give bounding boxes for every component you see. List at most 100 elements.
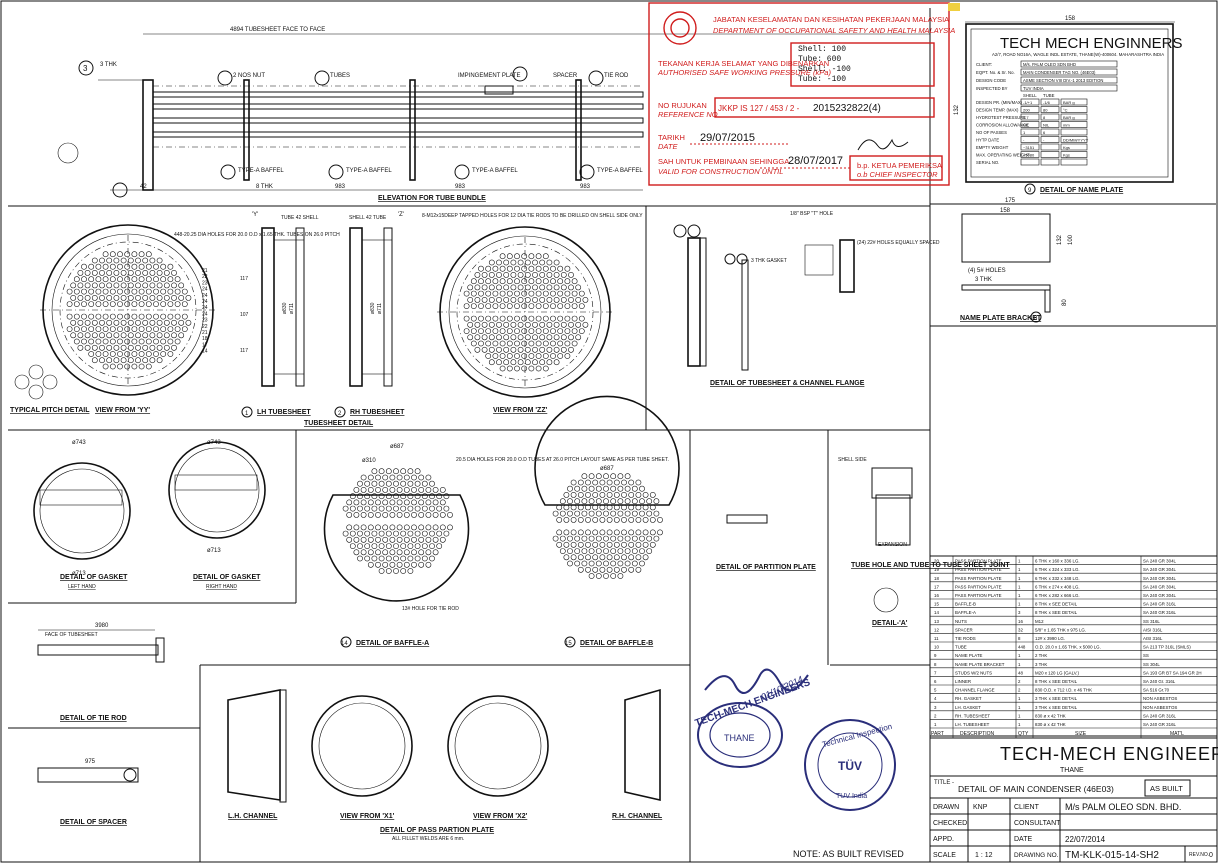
bom-cell: 1 <box>1018 576 1021 581</box>
bom-cell: 11 <box>934 636 939 641</box>
svg-text:DETAIL-'A': DETAIL-'A' <box>872 620 908 627</box>
bom-cell: 14 <box>934 610 939 615</box>
svg-text:DRAWN: DRAWN <box>933 804 959 811</box>
svg-text:DATE: DATE <box>1014 836 1032 843</box>
as-built-note: NOTE: AS BUILT REVISED <box>793 849 904 859</box>
svg-text:TUV India: TUV India <box>836 793 867 800</box>
balloon-3 <box>78 60 94 76</box>
bom-cell: 8 <box>934 662 937 667</box>
svg-text:SHELL SIDE: SHELL SIDE <box>838 457 867 463</box>
svg-text:ø830: ø830 <box>370 302 376 314</box>
stamp-valid-until: 28/07/2017 <box>788 155 843 167</box>
tube-row-count: 14 <box>202 349 208 355</box>
svg-text:A2/7, ROAD NO16A, WAGLE INDL E: A2/7, ROAD NO16A, WAGLE INDL ESTATE, THA… <box>992 52 1164 57</box>
svg-text:TÜV: TÜV <box>838 758 862 773</box>
svg-text:ø687: ø687 <box>390 444 404 450</box>
elevation-overall-dim: 4894 TUBESHEET FACE TO FACE <box>230 27 325 33</box>
nameplate-param-value: -1/6 <box>1043 100 1051 105</box>
svg-text:ø743: ø743 <box>72 440 86 446</box>
balloon-10 <box>314 70 330 86</box>
tube-row-count: 24 <box>202 299 208 305</box>
tube-group-count: 117 <box>240 276 248 282</box>
svg-text:SPACER: SPACER <box>553 73 578 79</box>
tube-row-count: 22 <box>202 274 208 280</box>
tube-row-count: 24 <box>202 287 208 293</box>
svg-text:TYPICAL PITCH DETAIL: TYPICAL PITCH DETAIL <box>10 407 90 414</box>
bom-cell: 6 THK x 282 x 666 LG. <box>1035 593 1080 598</box>
bom-cell: SA 240 GR 304L <box>1143 559 1177 564</box>
bom-cell: 830 O.D. x 712 I.D. x 46 THK <box>1035 688 1092 693</box>
svg-text:ALL FILLET WELDS ARE 6 mm.: ALL FILLET WELDS ARE 6 mm. <box>392 836 464 842</box>
svg-text:THANE: THANE <box>724 733 755 743</box>
nameplate-param-value: 8 <box>1043 115 1046 120</box>
nameplate-param-label: DESIGN TEMP. (MAX) <box>976 108 1019 113</box>
dosh-crest-icon <box>663 11 697 45</box>
bom-cell: 16 <box>1018 619 1023 624</box>
bom-cell: BAFFLE-A <box>955 610 976 615</box>
nameplate-row-value: MAIN CONDENSER TAG NO. (46E03) <box>1023 70 1096 75</box>
bom-cell: 1 <box>1018 593 1021 598</box>
lh-rh-tubesheet-sections: TUBE 42 SHELL SHELL 42 TUBE 'Y' 'Z' ø830… <box>241 212 643 427</box>
bom-cell: NAME PLATE BRACKET <box>955 662 1005 667</box>
svg-text:TARIKH: TARIKH <box>658 133 685 142</box>
partition-plate-detail: DETAIL OF PARTITION PLATE <box>716 514 816 571</box>
bom-cell: SPACER <box>955 627 973 632</box>
approver-signature <box>704 668 809 694</box>
stamp-shell-pressure: Shell: 100 <box>798 45 846 54</box>
svg-text:3 THK: 3 THK <box>975 277 992 283</box>
nameplate-param-label: HYTP DATE <box>976 138 999 143</box>
svg-text:VIEW FROM 'X2': VIEW FROM 'X2' <box>473 813 528 820</box>
tuv-inspection-stamp: Technical Inspection TUV India TÜV <box>804 719 896 811</box>
tube-row-count: 21 <box>202 268 208 274</box>
nameplate-param-value: 6 <box>1043 130 1046 135</box>
bom-cell: SA 213 TP 316L (SMLS) <box>1143 645 1191 650</box>
stamp-pressure-ms: TEKANAN KERJA SELAMAT YANG DIBENARKAN <box>658 59 829 68</box>
bom-cell: 3 THK x SEE DETAIL <box>1035 705 1078 710</box>
svg-text:CLIENT: CLIENT <box>1014 804 1040 811</box>
svg-text:TUBESHEET DETAIL: TUBESHEET DETAIL <box>304 420 374 427</box>
bom-cell: 3 THK x SEE DETAIL <box>1035 696 1078 701</box>
svg-text:DETAIL OF SPACER: DETAIL OF SPACER <box>60 819 127 826</box>
svg-text:RIGHT HAND: RIGHT HAND <box>206 584 237 590</box>
svg-text:VALID FOR CONSTRUCTION UNTIL: VALID FOR CONSTRUCTION UNTIL <box>658 167 783 176</box>
title-company: TECH-MECH ENGINEERS <box>1000 744 1218 764</box>
bom-cell: NON ASBESTOS <box>1143 705 1177 710</box>
svg-text:TUBE HOLE AND TUBE TO TUBE SHE: TUBE HOLE AND TUBE TO TUBE SHEET JOINT <box>851 562 1010 569</box>
bom-cell: NUTS <box>955 619 967 624</box>
nameplate-param-label: NO OF PASSES <box>976 130 1007 135</box>
bom-cell: NAME PLATE <box>955 653 983 658</box>
dosh-approval-stamp: JABATAN KESELAMATAN DAN KESIHATAN PEKERJ… <box>648 2 960 186</box>
bom-cell: 1 <box>1018 567 1021 572</box>
svg-text:983: 983 <box>455 184 466 190</box>
bom-cell: 1 <box>1018 559 1021 564</box>
svg-text:ø711: ø711 <box>377 303 383 314</box>
bom-cell: PASS PARTION PLATE <box>955 567 1002 572</box>
bom-cell: 8 <box>1018 636 1021 641</box>
svg-text:o.b CHIEF INSPECTOR: o.b CHIEF INSPECTOR <box>857 170 938 179</box>
nameplate-bracket: 175 158 132 100 (4) 5# HOLES 3 THK 80 NA… <box>958 198 1074 323</box>
bom-cell: 5/8" x 1.65 THK x 975 LG. <box>1035 627 1086 632</box>
bom-cell: 8 THK x SEE DETAIL <box>1035 610 1078 615</box>
nameplate-param-value: - <box>1023 138 1025 143</box>
bom-cell: 1 <box>1018 662 1021 667</box>
bom-header: QTY <box>1018 731 1029 737</box>
tie-rod-detail: 3980 FACE OF TUBESHEET DETAIL OF TIE ROD <box>37 623 165 722</box>
nameplate-param-value: ~3151 <box>1023 145 1035 150</box>
tag-marker <box>948 3 960 11</box>
svg-text:'Y': 'Y' <box>252 212 258 218</box>
bom-cell: SS 304L <box>1143 662 1160 667</box>
bom-cell: SA 240 GR 304L <box>1143 567 1177 572</box>
nameplate-row-label: INSPECTED BY <box>976 86 1008 91</box>
baffle-details: ø687 ø310 20.5 DIA HOLES FOR 20.0 O.D TU… <box>323 395 680 648</box>
inspector-signature <box>857 138 909 151</box>
bom-cell: 5 <box>934 688 937 693</box>
svg-text:3980: 3980 <box>95 623 109 629</box>
bom-cell: 830 ø x 42 THK <box>1035 713 1066 718</box>
bom-cell: 1 <box>1018 696 1021 701</box>
nameplate-param-label: DESIGN PR. (MIN/MAX) <box>976 100 1023 105</box>
svg-text:SHELL 42 TUBE: SHELL 42 TUBE <box>349 215 387 221</box>
bom-cell: 10 <box>934 645 939 650</box>
bom-cell: SA 240 GR 304L <box>1143 584 1177 589</box>
bom-cell: 2 <box>1018 679 1021 684</box>
bom-cell: SA 516 Gr.70 <box>1143 688 1170 693</box>
